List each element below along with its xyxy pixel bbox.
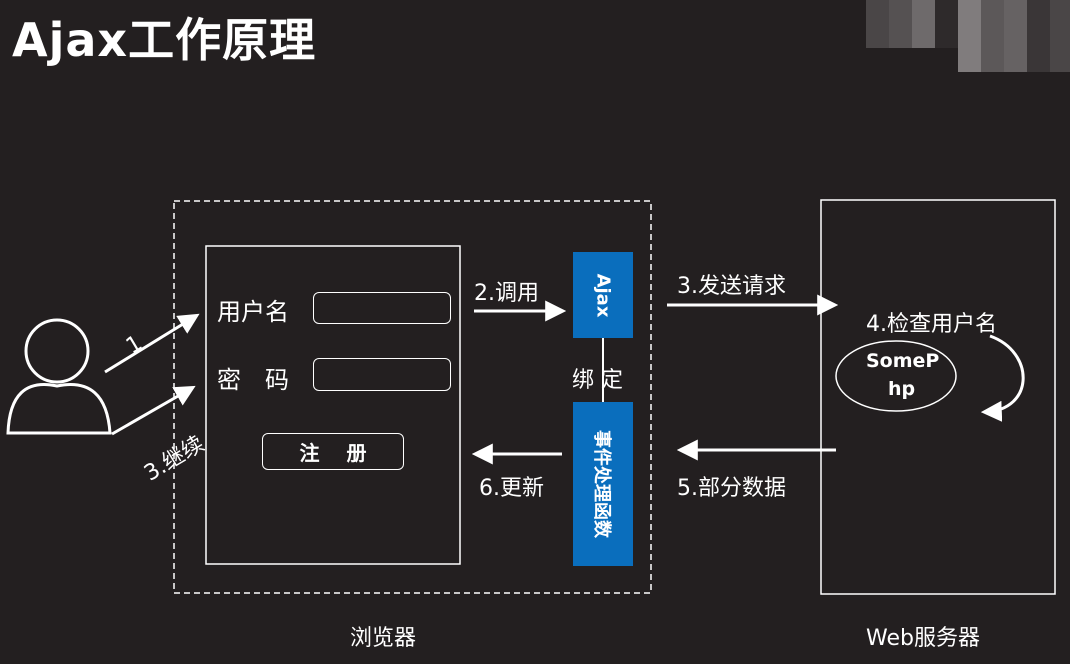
user-icon — [6, 318, 112, 435]
form-panel — [205, 245, 461, 565]
password-label: 密 码 — [217, 366, 289, 394]
mosaic-cell — [1004, 24, 1028, 48]
mosaic-cell — [935, 24, 959, 48]
mosaic-cell — [1050, 24, 1070, 48]
page-title: Ajax工作原理 — [12, 13, 317, 67]
check-loop-arrow — [980, 334, 1025, 422]
mosaic-cell — [1004, 48, 1028, 72]
mosaic-cell — [981, 48, 1005, 72]
mosaic-cell — [889, 24, 913, 48]
somephp-ellipse — [835, 340, 957, 412]
mosaic-blur — [866, 0, 1070, 76]
mosaic-cell — [1004, 0, 1028, 24]
event-handler-label: 事件处理函数 — [591, 430, 612, 538]
mosaic-cell — [889, 0, 913, 24]
web-server-box — [820, 199, 1056, 595]
mosaic-cell — [981, 24, 1005, 48]
mosaic-cell — [935, 0, 959, 24]
mosaic-cell — [1050, 48, 1070, 72]
password-field[interactable] — [313, 358, 451, 391]
mosaic-cell — [1027, 24, 1051, 48]
mosaic-cell — [958, 0, 982, 24]
mosaic-cell — [981, 0, 1005, 24]
server-script-line1: SomeP — [866, 350, 940, 372]
bind-label: 绑 定 — [572, 368, 623, 393]
step5-label: 5.部分数据 — [677, 476, 786, 501]
ajax-box: Ajax — [573, 252, 633, 338]
username-field[interactable] — [313, 292, 451, 324]
register-button[interactable]: 注 册 — [262, 433, 404, 470]
ajax-box-label: Ajax — [592, 273, 614, 317]
mosaic-cell — [912, 24, 936, 48]
mosaic-cell — [1050, 0, 1070, 24]
mosaic-cell — [866, 24, 890, 48]
arrow-step3-continue — [111, 385, 196, 436]
step3-send-label: 3.发送请求 — [677, 274, 786, 299]
server-label: Web服务器 — [866, 626, 980, 651]
step6-label: 6.更新 — [479, 476, 544, 501]
server-script-line2: hp — [888, 378, 916, 400]
mosaic-cell — [958, 48, 982, 72]
browser-label: 浏览器 — [350, 626, 417, 651]
event-handler-box: 事件处理函数 — [573, 402, 633, 566]
mosaic-cell — [1027, 0, 1051, 24]
step4-label: 4.检查用户名 — [866, 312, 997, 337]
mosaic-cell — [1027, 48, 1051, 72]
arrow-step1 — [104, 313, 200, 374]
mosaic-cell — [866, 0, 890, 24]
mosaic-cell — [958, 24, 982, 48]
username-label: 用户名 — [217, 298, 289, 326]
step2-label: 2.调用 — [474, 281, 539, 306]
mosaic-cell — [912, 0, 936, 24]
